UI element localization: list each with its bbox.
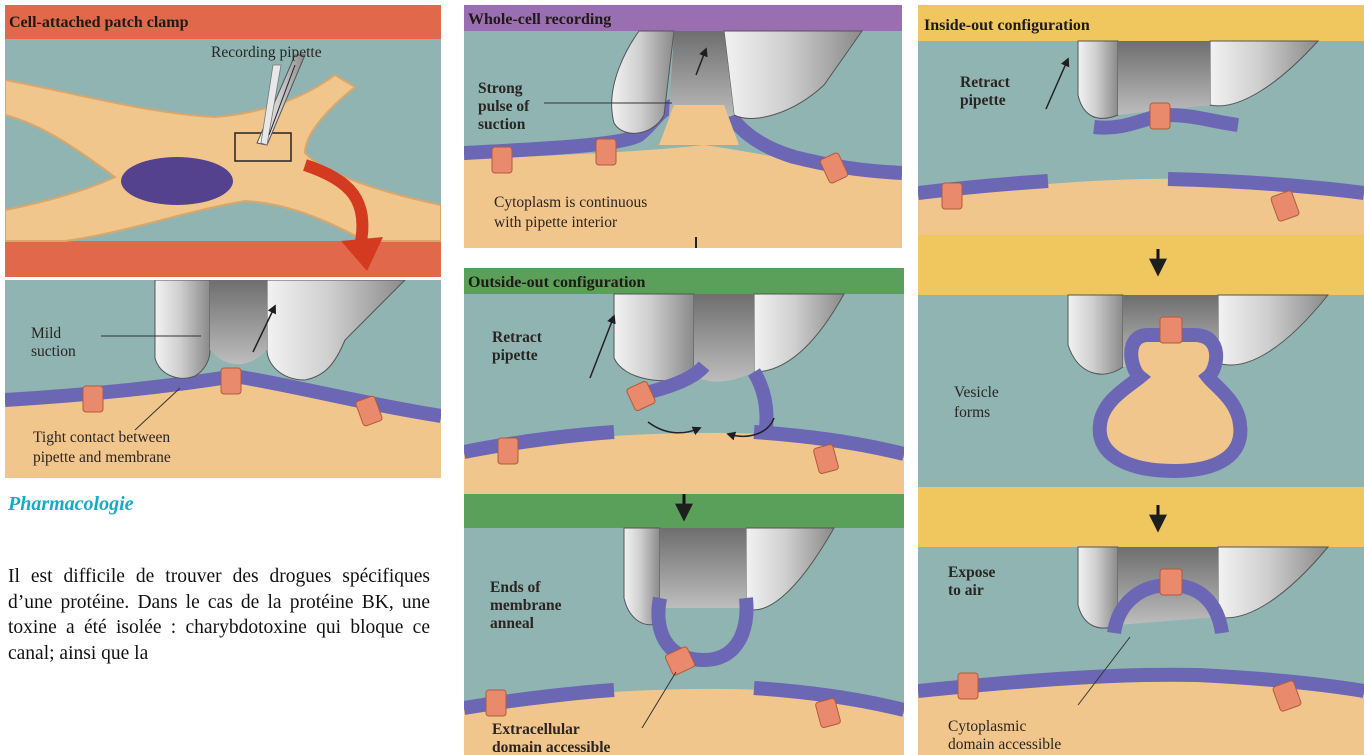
outside-out-title: Outside-out configuration bbox=[468, 274, 645, 291]
pipette-lumen bbox=[210, 280, 267, 364]
retract-label-line1: Retract bbox=[960, 74, 1011, 91]
whole-cell-recording-panel: Whole-cell recording Strong pulse of suc… bbox=[464, 5, 902, 248]
cell-attached-overview-panel: Cell-attached patch clamp Recording pipe… bbox=[5, 5, 441, 277]
expose-label-line1: Expose bbox=[948, 564, 995, 581]
vesicle-label-line2: forms bbox=[954, 404, 990, 421]
section-heading: Pharmacologie bbox=[8, 493, 134, 516]
vesicle-label-line1: Vesicle bbox=[954, 384, 999, 401]
cytoplasm-label-line2: with pipette interior bbox=[494, 214, 618, 231]
outside-out-panel: Outside-out configuration Retract pipett… bbox=[464, 268, 904, 755]
strong-suction-label-line1: Strong bbox=[478, 80, 523, 97]
body-paragraph: Il est difficile de trouver des drogues … bbox=[8, 564, 430, 755]
retract-label-line2: pipette bbox=[492, 347, 538, 364]
extracellular-domain-label-line2: domain accessible bbox=[492, 739, 611, 755]
recording-pipette-label: Recording pipette bbox=[211, 44, 322, 61]
ion-channel-icon bbox=[492, 147, 512, 173]
mild-suction-label-line2: suction bbox=[31, 343, 76, 360]
tight-contact-label-line2: pipette and membrane bbox=[33, 449, 171, 466]
whole-cell-title: Whole-cell recording bbox=[468, 11, 611, 28]
ion-channel-icon bbox=[221, 368, 241, 394]
ion-channel-icon bbox=[486, 690, 506, 716]
strong-suction-label-line2: pulse of bbox=[478, 98, 530, 115]
ion-channel-icon bbox=[942, 183, 962, 209]
retract-label-line1: Retract bbox=[492, 329, 543, 346]
cytoplasm-label-line1: Cytoplasm is continuous bbox=[494, 194, 647, 211]
inside-out-title: Inside-out configuration bbox=[924, 17, 1090, 34]
anneal-label-line1: Ends of bbox=[490, 579, 541, 596]
mild-suction-label-line1: Mild bbox=[31, 325, 61, 342]
ion-channel-icon bbox=[1160, 317, 1182, 343]
extracellular-domain-label-line1: Extracellular bbox=[492, 721, 580, 738]
ion-channel-icon bbox=[958, 673, 978, 699]
ion-channel-icon bbox=[596, 139, 616, 165]
cell-nucleus bbox=[121, 157, 233, 205]
anneal-label-line3: anneal bbox=[490, 615, 535, 632]
ion-channel-icon bbox=[83, 386, 103, 412]
tight-contact-label-line1: Tight contact between bbox=[33, 429, 170, 446]
cell-attached-detail-panel: Mild suction Tight contact between pipet… bbox=[5, 280, 441, 478]
strong-suction-label-line3: suction bbox=[478, 116, 526, 133]
anneal-label-line2: membrane bbox=[490, 597, 562, 614]
ion-channel-icon bbox=[498, 438, 518, 464]
ion-channel-icon bbox=[1150, 103, 1170, 129]
expose-label-line2: to air bbox=[948, 582, 984, 599]
cytoplasmic-domain-label-line2: domain accessible bbox=[948, 736, 1061, 753]
ion-channel-icon bbox=[1160, 569, 1182, 595]
inside-out-panel: Inside-out configuration Retract pipette… bbox=[918, 5, 1364, 755]
cell-attached-title: Cell-attached patch clamp bbox=[9, 14, 189, 31]
cytoplasmic-domain-label-line1: Cytoplasmic bbox=[948, 718, 1026, 735]
retract-label-line2: pipette bbox=[960, 92, 1006, 109]
